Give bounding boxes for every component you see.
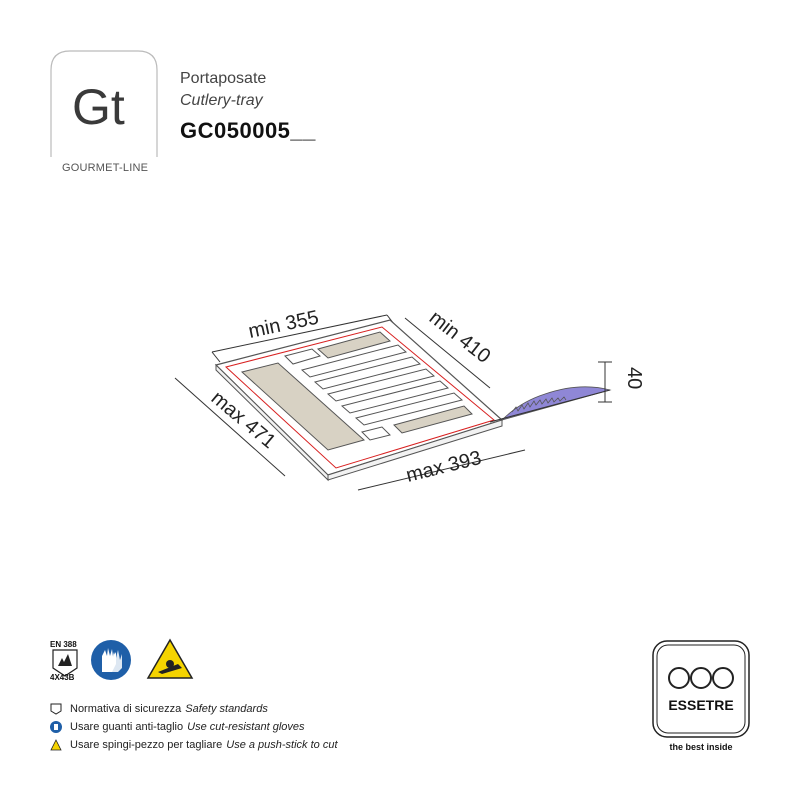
legend-row-gloves: Usare guanti anti-taglio Use cut-resista… <box>50 718 338 736</box>
tray-body <box>214 319 504 482</box>
title-italian: Portaposate <box>180 70 267 87</box>
dimension-min-depth-label: min 410 <box>425 307 495 368</box>
logo-text: Gt <box>72 79 125 135</box>
legend-label-it: Normativa di sicurezza <box>70 703 182 715</box>
safety-legend: Normativa di sicurezza Safety standards … <box>50 700 338 754</box>
en-standard-rating: 4X43B <box>50 673 75 682</box>
standard-icon <box>50 703 62 715</box>
brand-line: GOURMET-LINE <box>62 162 149 174</box>
legend-label-en: Use a push-stick to cut <box>226 739 338 751</box>
essetre-tagline: the best inside <box>669 742 733 752</box>
cutlery-tray-drawing: min 355 min 410 max 471 max 393 <box>174 307 645 491</box>
legend-label-it: Usare spingi-pezzo per tagliare <box>70 739 223 751</box>
dimension-min-width-label: min 355 <box>246 307 320 343</box>
standard-icon <box>52 649 78 677</box>
push-stick-warning-icon <box>146 638 194 679</box>
legend-label-en: Use cut-resistant gloves <box>187 721 305 733</box>
title-english: Cutlery-tray <box>180 92 263 109</box>
safety-icons-row <box>52 638 194 680</box>
gloves-icon <box>91 640 131 680</box>
legend-label-en: Safety standards <box>185 703 268 715</box>
product-code: GC050005__ <box>180 118 316 143</box>
dimension-height-label: 40 <box>623 367 645 389</box>
gourmet-line-logo: Gt <box>50 50 158 158</box>
essetre-logo: ESSETRE <box>652 640 750 738</box>
push-stick-warning-icon <box>50 739 62 751</box>
gloves-icon <box>50 721 62 733</box>
legend-row-standard: Normativa di sicurezza Safety standards <box>50 700 338 718</box>
saw-blade-icon <box>489 386 612 423</box>
legend-row-push-stick: Usare spingi-pezzo per tagliare Use a pu… <box>50 736 338 754</box>
essetre-name: ESSETRE <box>668 697 733 713</box>
legend-label-it: Usare guanti anti-taglio <box>70 721 184 733</box>
dimension-height: 40 <box>598 361 645 403</box>
en-standard-code: EN 388 <box>50 640 77 649</box>
